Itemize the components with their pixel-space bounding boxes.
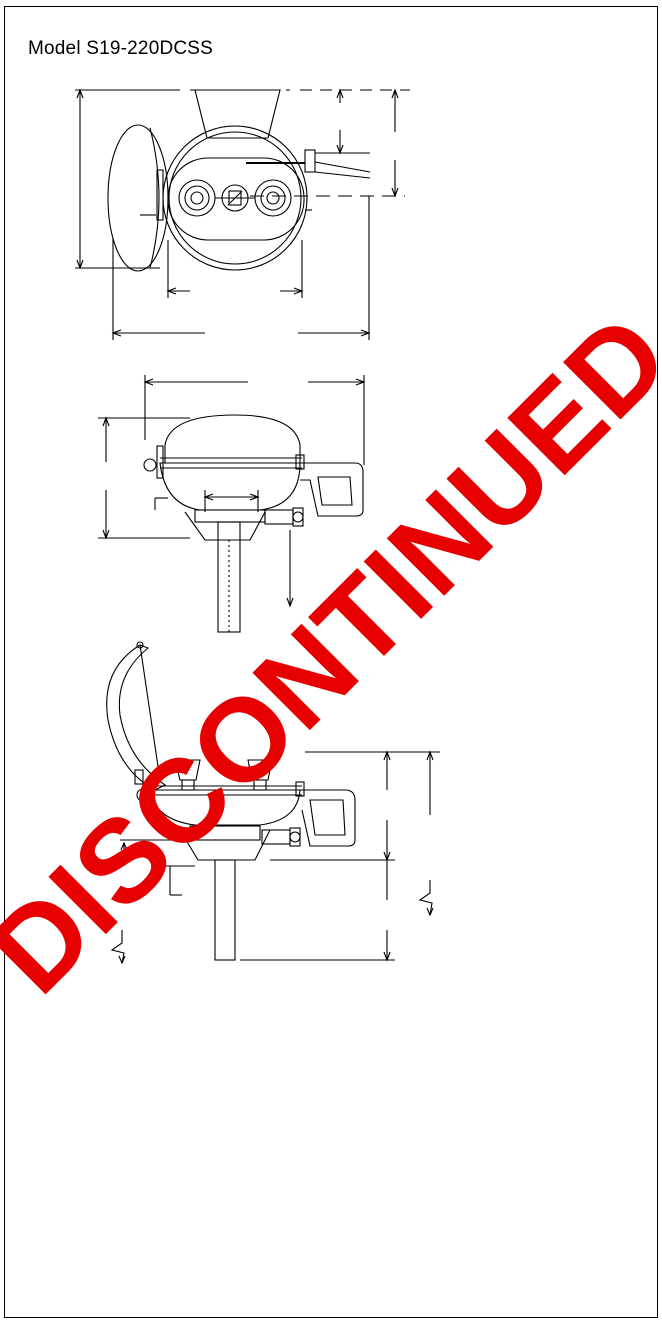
side-view-cover-open	[106, 641, 440, 965]
model-title: Model S19-220DCSS	[28, 38, 214, 59]
page-frame	[4, 6, 658, 1318]
top-view	[75, 88, 410, 340]
side-view	[98, 375, 366, 633]
